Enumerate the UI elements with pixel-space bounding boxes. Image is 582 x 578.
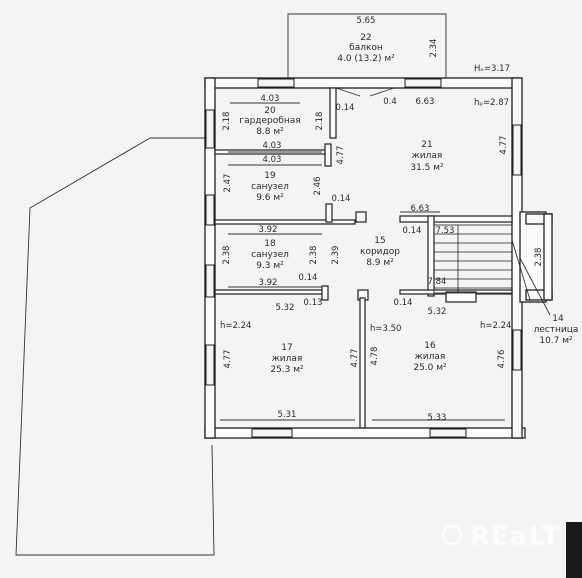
windows (205, 78, 522, 438)
svg-text:7.53: 7.53 (436, 226, 455, 236)
svg-text:2.38: 2.38 (309, 246, 319, 265)
room-area: 31.5 м² (410, 163, 444, 173)
balcony-outline (287, 13, 447, 80)
svg-text:6.63: 6.63 (411, 204, 430, 214)
svg-text:2.38: 2.38 (222, 246, 232, 265)
dimension-lines (220, 102, 505, 421)
room-area: 9.6 м² (256, 193, 284, 203)
height-corridor: h=3.50 (370, 324, 401, 334)
room-name: балкон (349, 43, 383, 53)
svg-text:4.03: 4.03 (263, 141, 282, 151)
room-area: 10.7 м² (539, 336, 573, 346)
room-name: жилая (412, 151, 443, 161)
extension-outline (15, 137, 215, 556)
room-name: гардеробная (239, 116, 300, 126)
room-area: 8.9 м² (366, 258, 394, 268)
svg-text:0.14: 0.14 (394, 298, 413, 308)
height-room21: hₚ=2.87 (474, 98, 509, 108)
room-number: 18 (264, 239, 276, 249)
svg-text:2.47: 2.47 (223, 174, 233, 193)
svg-text:4.03: 4.03 (261, 94, 280, 104)
svg-text:4.77: 4.77 (336, 146, 346, 165)
svg-text:5.31: 5.31 (278, 410, 297, 420)
realt-watermark: REaLT (441, 522, 560, 552)
room-17-label: 17 жилая 25.3 м² (270, 343, 304, 375)
svg-text:5.33: 5.33 (428, 413, 447, 423)
svg-text:3.92: 3.92 (259, 225, 278, 235)
svg-text:5.65: 5.65 (357, 16, 376, 26)
stairs (433, 224, 531, 301)
room-number: 22 (360, 33, 371, 43)
svg-text:2.34: 2.34 (429, 39, 439, 58)
room-number: 20 (264, 106, 276, 116)
realt-logo-icon (441, 524, 463, 546)
room-name: коридор (360, 247, 400, 257)
svg-text:2.18: 2.18 (315, 112, 325, 131)
height-room16: h=2.24 (480, 321, 511, 331)
svg-text:6.63: 6.63 (416, 97, 435, 107)
room-name: жилая (272, 354, 303, 364)
svg-text:0.4: 0.4 (383, 97, 397, 107)
dimension-labels: 5.65 4.03 0.14 0.4 6.63 4.03 4.03 0.14 6… (222, 16, 544, 423)
svg-text:2.18: 2.18 (222, 112, 232, 131)
svg-text:4.76: 4.76 (497, 350, 507, 369)
room-number: 21 (421, 140, 432, 150)
height-total: Hₑ=3.17 (474, 64, 510, 74)
svg-text:4.77: 4.77 (499, 136, 509, 155)
svg-text:7.84: 7.84 (428, 277, 447, 287)
svg-text:2.38: 2.38 (534, 248, 544, 267)
svg-text:4.77: 4.77 (350, 349, 360, 368)
room-number: 14 (552, 314, 564, 324)
room-area: 25.3 м² (270, 365, 304, 375)
room-22-label: 22 балкон 4.0 (13.2) м² (337, 33, 395, 64)
room-name: жилая (415, 352, 446, 362)
room-16-label: 16 жилая 25.0 м² (413, 341, 447, 373)
svg-text:0.14: 0.14 (336, 103, 355, 113)
room-name: лестница (534, 325, 579, 335)
edge-shadow (566, 522, 582, 578)
svg-text:5.32: 5.32 (428, 307, 447, 317)
room-area: 4.0 (13.2) м² (337, 54, 395, 64)
svg-text:0.13: 0.13 (304, 298, 323, 308)
room-21-label: 21 жилая 31.5 м² (410, 140, 444, 173)
room-number: 15 (374, 236, 385, 246)
room-area: 9.3 м² (256, 261, 284, 271)
room-name: санузел (251, 250, 289, 260)
svg-text:4.03: 4.03 (263, 155, 282, 165)
room-20-label: 20 гардеробная 8.8 м² (239, 106, 300, 137)
svg-text:4.78: 4.78 (370, 347, 380, 366)
room-area: 25.0 м² (413, 363, 447, 373)
svg-text:0.14: 0.14 (299, 273, 318, 283)
room-area: 8.8 м² (256, 127, 284, 137)
room-15-label: 15 коридор 8.9 м² (360, 236, 400, 268)
room-19-label: 19 санузел 9.6 м² (251, 171, 289, 203)
height-room17: h=2.24 (220, 321, 251, 331)
leader-line (519, 257, 551, 316)
svg-text:4.77: 4.77 (223, 350, 233, 369)
svg-text:5.32: 5.32 (276, 303, 295, 313)
balcony-door (335, 87, 395, 97)
room-name: санузел (251, 182, 289, 192)
svg-text:0.14: 0.14 (403, 226, 422, 236)
room-number: 16 (424, 341, 436, 351)
svg-text:3.92: 3.92 (259, 278, 278, 288)
svg-text:2.46: 2.46 (313, 177, 323, 196)
stair-bay (519, 211, 553, 303)
room-18-label: 18 санузел 9.3 м² (251, 239, 289, 271)
room-14-label: 14 лестница 10.7 м² (534, 314, 579, 346)
room-number: 19 (264, 171, 276, 181)
svg-text:2.39: 2.39 (331, 246, 341, 265)
room-number: 17 (281, 343, 292, 353)
svg-text:0.14: 0.14 (332, 194, 351, 204)
svg-text:REaLT: REaLT (470, 522, 560, 552)
